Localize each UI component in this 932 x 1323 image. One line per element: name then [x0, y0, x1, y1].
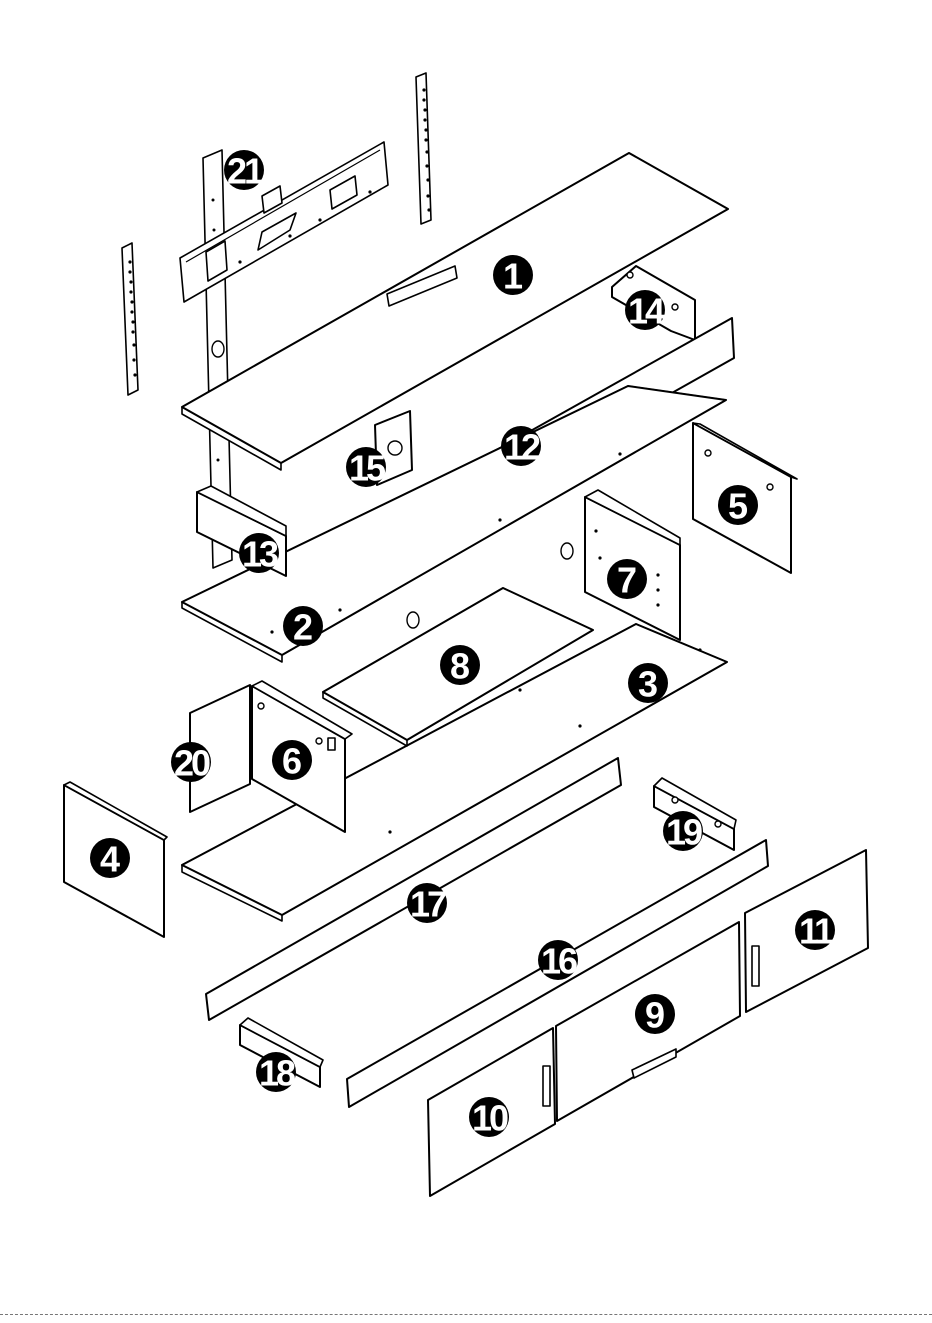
svg-text:4: 4	[100, 839, 120, 880]
svg-text:7: 7	[617, 560, 637, 601]
svg-text:12: 12	[504, 427, 540, 468]
badge-part-16: 16	[538, 940, 578, 982]
svg-text:16: 16	[541, 941, 577, 982]
badge-part-15: 15	[346, 447, 386, 489]
svg-text:6: 6	[282, 741, 302, 782]
svg-text:17: 17	[410, 884, 446, 925]
svg-text:2: 2	[293, 607, 313, 648]
wall-rail-left	[122, 243, 138, 395]
svg-text:19: 19	[666, 812, 702, 853]
svg-text:8: 8	[450, 646, 470, 687]
badge-part-17: 17	[407, 883, 447, 925]
badge-part-14: 14	[625, 290, 665, 332]
badge-part-13: 13	[239, 533, 279, 575]
badge-part-19: 19	[663, 811, 703, 853]
svg-text:21: 21	[227, 151, 264, 192]
svg-text:10: 10	[472, 1098, 508, 1139]
page-bottom-rule	[0, 1314, 932, 1315]
svg-text:1: 1	[503, 256, 523, 297]
svg-text:18: 18	[259, 1053, 295, 1094]
badge-part-11: 11	[795, 910, 835, 952]
svg-text:11: 11	[799, 911, 834, 952]
badge-part-21: 21	[224, 150, 264, 192]
badge-part-10: 10	[469, 1097, 509, 1139]
svg-text:15: 15	[349, 448, 386, 489]
badge-part-18: 18	[256, 1052, 296, 1094]
svg-text:5: 5	[728, 486, 748, 527]
badge-part-20: 20	[171, 742, 211, 784]
svg-text:20: 20	[174, 743, 210, 784]
svg-text:3: 3	[638, 664, 658, 705]
badge-part-12: 12	[501, 426, 541, 468]
svg-text:13: 13	[242, 534, 278, 575]
svg-text:14: 14	[628, 291, 665, 332]
wall-rail-right	[416, 73, 431, 224]
svg-text:9: 9	[645, 995, 665, 1036]
